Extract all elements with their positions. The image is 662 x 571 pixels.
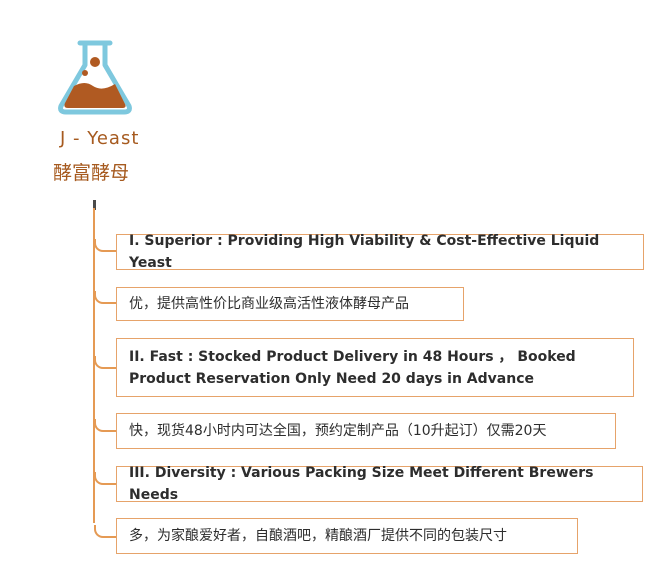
feature-text: I. Superior : Providing High Viability &…	[129, 233, 600, 271]
feature-box-fast-cn: 快，现货48小时内可达全国，预约定制产品（10升起订）仅需20天	[116, 413, 616, 449]
feature-box-diversity-en: III. Diversity : Various Packing Size Me…	[116, 465, 643, 503]
brand-name-en: J - Yeast	[60, 128, 140, 149]
tree-branch	[94, 419, 116, 432]
tree-branch	[94, 239, 116, 252]
tree-branch	[94, 525, 116, 538]
tree-branch	[94, 356, 116, 369]
feature-text: 多，为家酿爱好者，自酿酒吧，精酿酒厂提供不同的包装尺寸	[129, 528, 507, 544]
feature-text: 优，提供高性价比商业级高活性液体酵母产品	[129, 296, 409, 312]
brand-name-cn: 酵富酵母	[53, 162, 130, 184]
feature-box-superior-en: I. Superior : Providing High Viability &…	[116, 233, 644, 271]
tree-stem	[93, 208, 95, 523]
feature-text: 快，现货48小时内可达全国，预约定制产品（10升起订）仅需20天	[129, 423, 547, 439]
feature-text: II. Fast : Stocked Product Delivery in 4…	[129, 348, 576, 387]
tree-stem-cap	[93, 200, 96, 210]
tree-branch	[94, 291, 116, 304]
feature-box-diversity-cn: 多，为家酿爱好者，自酿酒吧，精酿酒厂提供不同的包装尺寸	[116, 518, 578, 554]
feature-box-superior-cn: 优，提供高性价比商业级高活性液体酵母产品	[116, 287, 464, 321]
feature-text: III. Diversity : Various Packing Size Me…	[129, 465, 594, 503]
flask-logo-icon	[58, 40, 132, 115]
tree-branch	[94, 472, 116, 485]
feature-box-fast-en: II. Fast : Stocked Product Delivery in 4…	[116, 338, 634, 397]
